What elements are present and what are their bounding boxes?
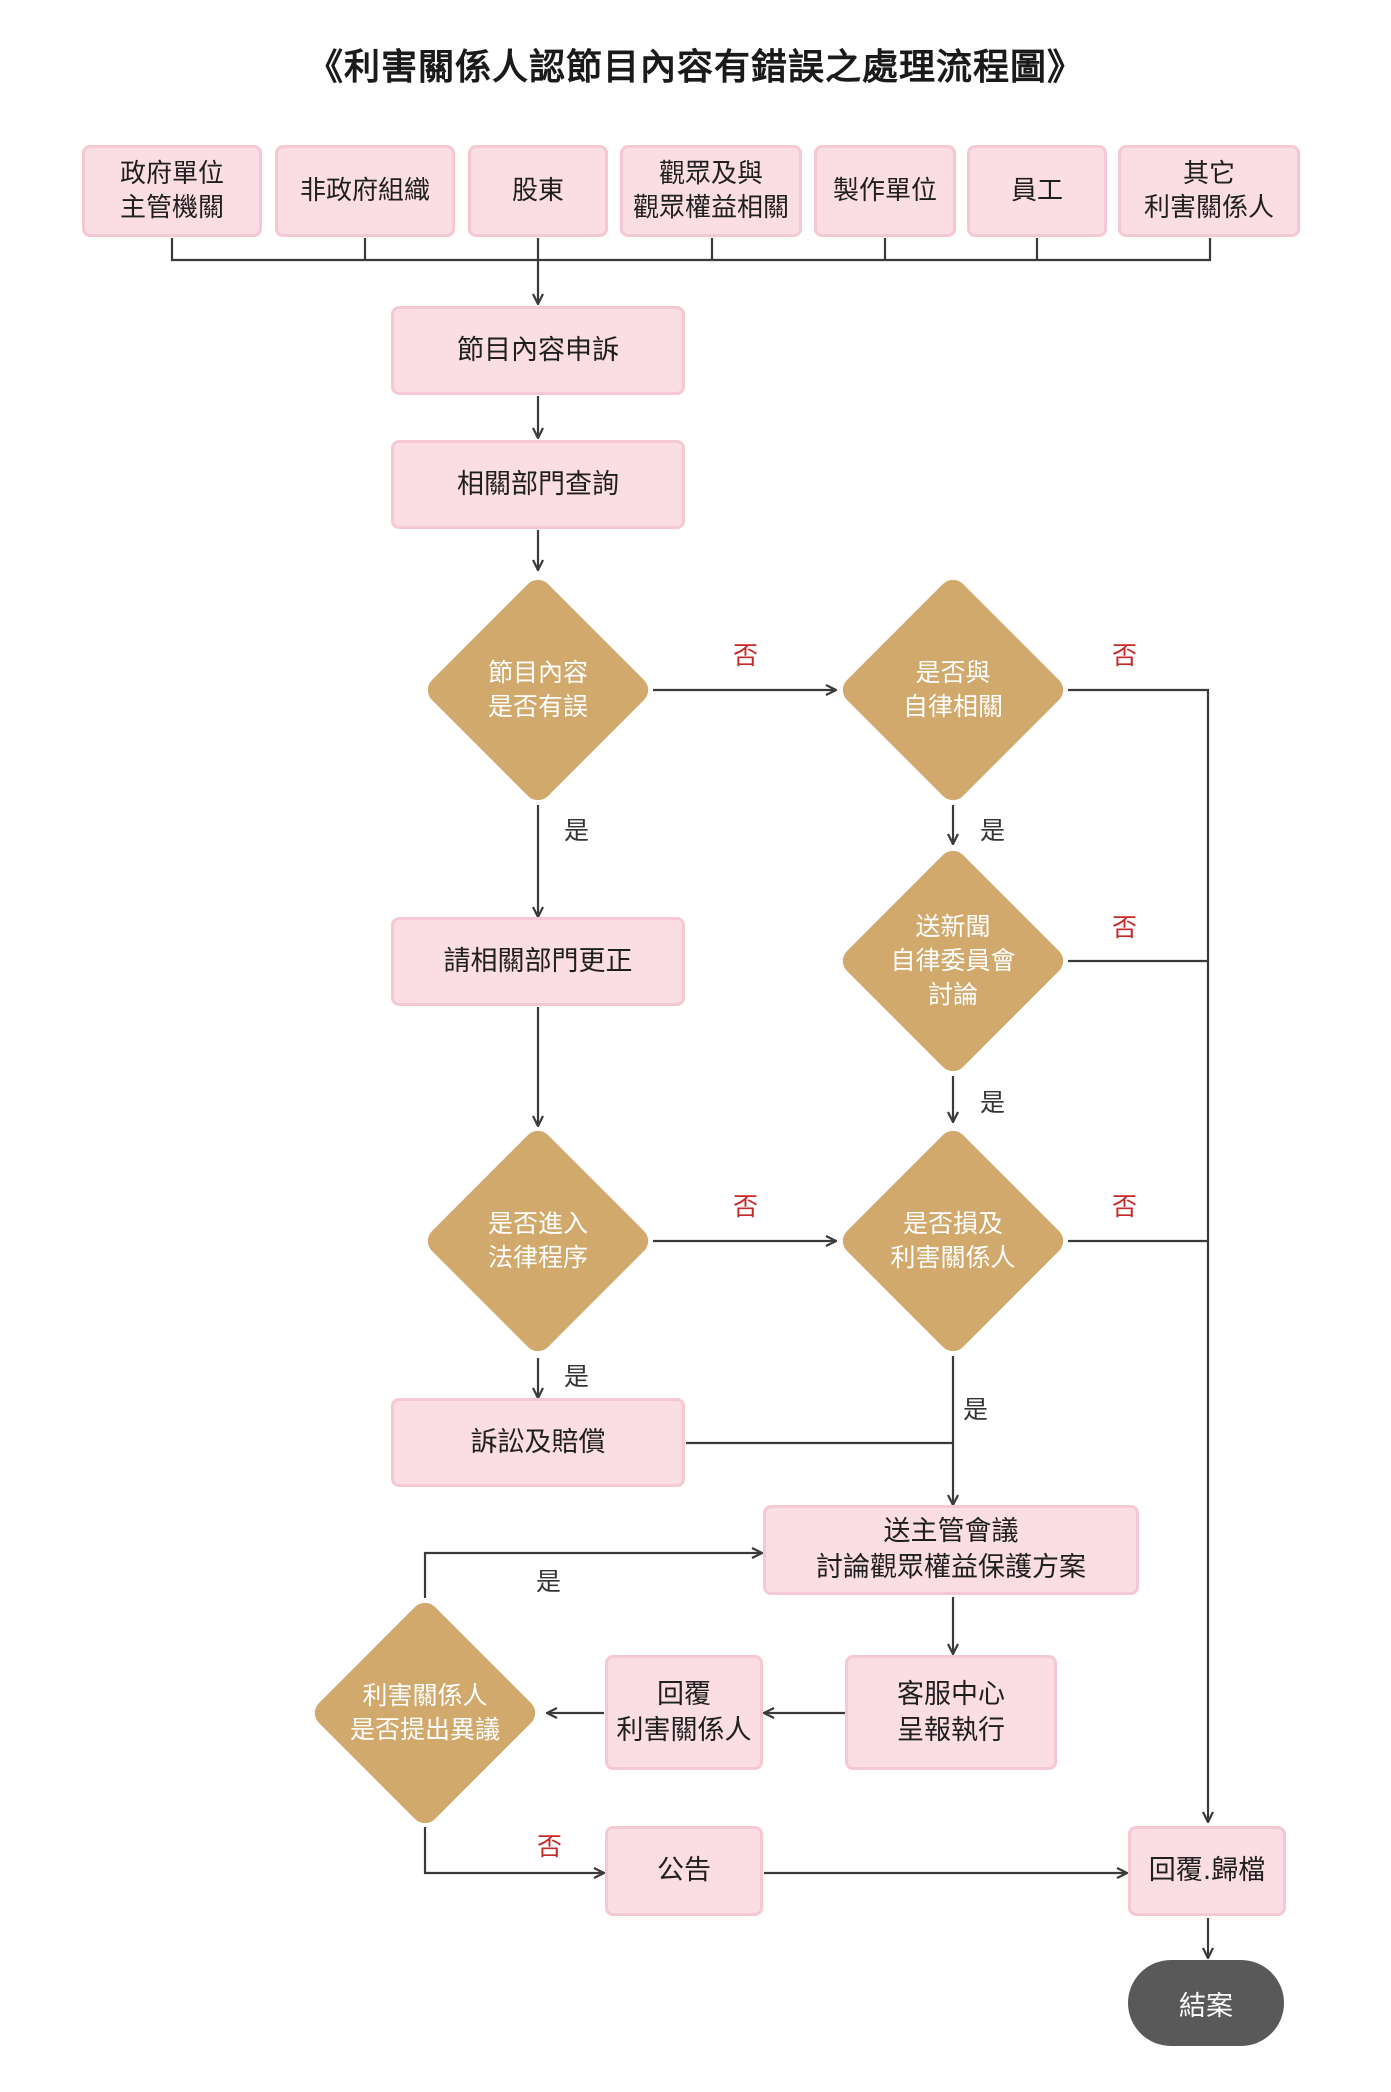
- process-litigation: 訴訟及賠償: [391, 1398, 685, 1487]
- source-box-employee: 員工: [967, 145, 1107, 237]
- process-reply-stakeholder: 回覆 利害關係人: [605, 1655, 763, 1770]
- source-box-gov: 政府單位 主管機關: [82, 145, 262, 237]
- edge-label-no: 否: [1112, 1192, 1138, 1221]
- decision-self-regulation: 是否與 自律相關: [837, 574, 1069, 806]
- source-bus-line: [170, 238, 1212, 262]
- terminal-close-case: 結案: [1128, 1960, 1284, 2046]
- edge-label-no: 否: [733, 1192, 759, 1221]
- edge-label-no: 否: [733, 641, 759, 670]
- process-supervisor-meeting: 送主管會議 討論觀眾權益保護方案: [763, 1505, 1139, 1595]
- process-complaint: 節目內容申訴: [391, 306, 685, 395]
- edge-label-no: 否: [1112, 641, 1138, 670]
- decision-harm-stakeholder: 是否損及 利害關係人: [837, 1125, 1069, 1357]
- decision-news-committee: 送新聞 自律委員會 討論: [837, 845, 1069, 1077]
- process-reply-archive: 回覆.歸檔: [1128, 1826, 1286, 1916]
- edge-label-yes: 是: [963, 1395, 989, 1424]
- decision-content-error: 節目內容 是否有誤: [422, 574, 654, 806]
- edge-label-yes: 是: [564, 1362, 590, 1391]
- source-box-producer: 製作單位: [814, 145, 956, 237]
- edge-label-yes: 是: [980, 816, 1006, 845]
- decision-legal-process: 是否進入 法律程序: [422, 1125, 654, 1357]
- process-correction: 請相關部門更正: [391, 917, 685, 1006]
- source-box-other: 其它 利害關係人: [1118, 145, 1300, 237]
- edge-label-yes: 是: [564, 816, 590, 845]
- source-box-shareholder: 股東: [468, 145, 608, 237]
- edge-label-no: 否: [1112, 913, 1138, 942]
- process-customer-service: 客服中心 呈報執行: [845, 1655, 1057, 1770]
- edge-label-yes: 是: [980, 1088, 1006, 1117]
- edge-label-yes: 是: [536, 1567, 562, 1596]
- edge-label-no: 否: [537, 1832, 563, 1861]
- process-dept-inquiry: 相關部門查詢: [391, 440, 685, 529]
- page-title: 《利害關係人認節目內容有錯誤之處理流程圖》: [306, 47, 1084, 88]
- source-box-ngo: 非政府組織: [275, 145, 455, 237]
- decision-objection: 利害關係人 是否提出異議: [309, 1597, 541, 1829]
- source-box-audience: 觀眾及與 觀眾權益相關: [620, 145, 802, 237]
- process-announcement: 公告: [605, 1826, 763, 1916]
